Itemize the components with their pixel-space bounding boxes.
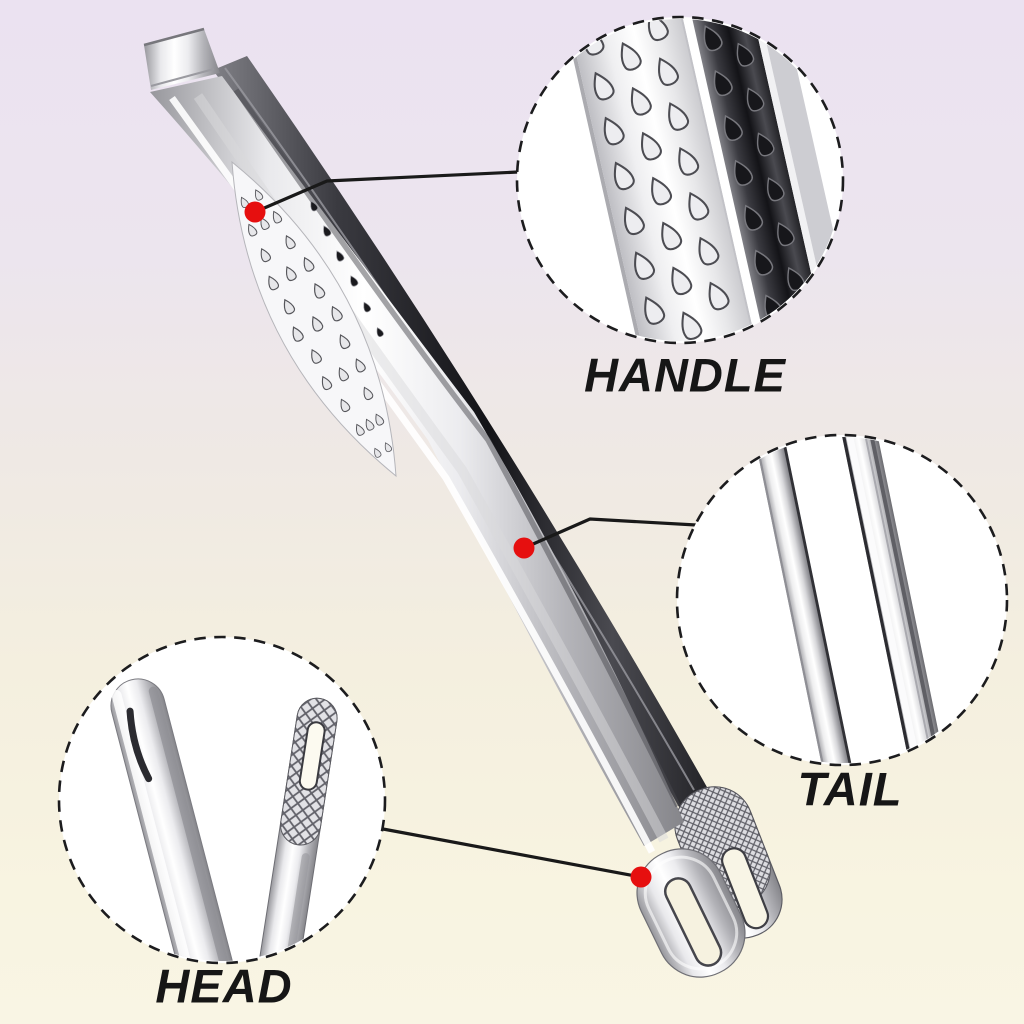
- handle-label: HANDLE: [584, 348, 786, 402]
- head-zoom-content: [110, 678, 338, 961]
- smooth-tip-slot: [126, 707, 153, 783]
- handle-marker-dot: [244, 201, 266, 223]
- head-marker-dot: [630, 866, 652, 888]
- knurled-tip-loop-hole: [298, 721, 326, 791]
- tail-connector-line: [523, 517, 697, 550]
- smooth-head-loop-hole: [663, 877, 723, 967]
- head-zoom-circle: [57, 635, 387, 965]
- head-label: HEAD: [155, 959, 293, 1013]
- tail-zoom-circle-border: [675, 433, 1009, 767]
- tail-marker-dot: [513, 537, 535, 559]
- handle-connector-line: [254, 170, 519, 214]
- tongs-tip: [143, 27, 220, 90]
- tail-zoom-circle: [675, 433, 1009, 767]
- tail-zoom-content: [751, 437, 949, 763]
- tail-label: TAIL: [797, 762, 903, 816]
- tongs-photo: [143, 27, 783, 978]
- knurled-head-loop-hole: [720, 847, 770, 930]
- head-zoom-circle-border: [57, 635, 387, 965]
- handle-zoom-circle: [515, 15, 845, 345]
- tongs-head-smooth: [636, 848, 746, 978]
- handle-zoom-circle-border: [515, 15, 845, 345]
- handle-dimples: [231, 160, 397, 478]
- head-connector-line: [382, 827, 642, 879]
